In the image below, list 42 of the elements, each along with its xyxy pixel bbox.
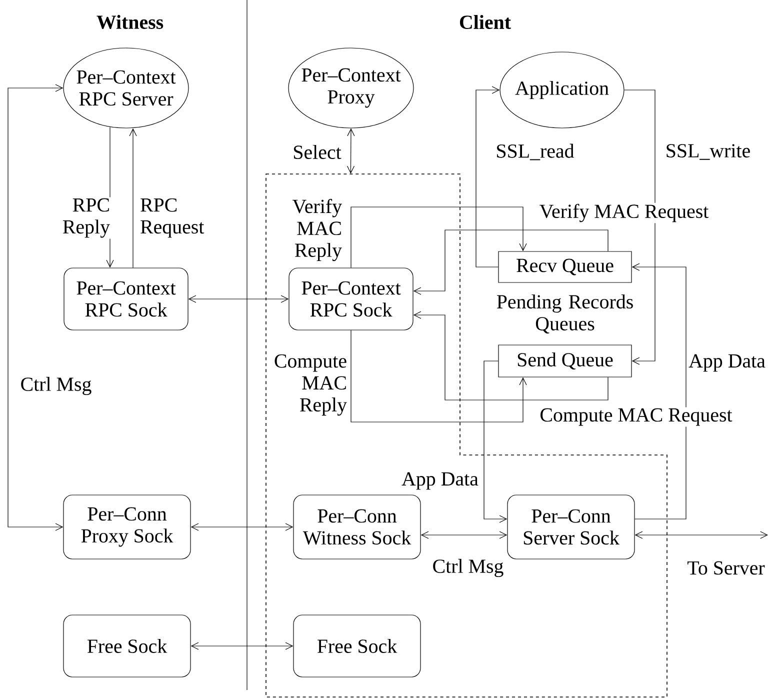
arrow (8, 84, 64, 531)
edge-label: SSL_write (666, 144, 750, 160)
arrow (632, 263, 686, 520)
arrow (420, 531, 508, 539)
group-label: Pending Records Queues (496, 294, 633, 334)
arrow (624, 90, 656, 365)
arrow (413, 311, 608, 400)
edge-label: Compute MAC Request (540, 408, 732, 426)
edge-label: RPC Reply (63, 198, 110, 238)
arrow (350, 330, 527, 422)
edge-label: RPC Request (140, 198, 204, 238)
edge-label: Compute MAC Reply (274, 354, 347, 416)
arrow (346, 128, 355, 174)
edge-label: App Data (402, 472, 478, 490)
edge-label: Ctrl Msg (21, 376, 92, 396)
arrow (190, 523, 294, 531)
socket-box: Per–Conn Witness Sock (293, 494, 421, 560)
arrow (350, 206, 527, 268)
edge-label: Verify MAC Reply (292, 198, 342, 262)
socket-box: Per–Conn Proxy Sock (63, 494, 191, 560)
arrow (129, 128, 137, 268)
arrow (413, 230, 608, 295)
arrow (476, 86, 500, 268)
socket-box: Per–Conn Server Sock (507, 494, 635, 560)
edge-label: Select (294, 144, 342, 159)
column-heading: Witness (96, 14, 164, 30)
edge-label: App Data (688, 354, 766, 372)
queue-box: Send Queue (498, 344, 632, 378)
socket-box: Per–Context RPC Sock (64, 268, 188, 330)
edge-label: To Server (688, 561, 765, 575)
arrow (190, 642, 294, 650)
socket-box: Free Sock (63, 614, 191, 678)
edge-label: SSL_read (497, 144, 574, 160)
socket-box: Free Sock (293, 614, 421, 678)
column-heading: Client (460, 14, 511, 29)
socket-box: Per–Context RPC Sock (288, 268, 414, 330)
arrow (188, 295, 289, 303)
arrow (484, 360, 508, 523)
edge-label: Ctrl Msg (433, 558, 504, 578)
arrow (634, 531, 768, 539)
queue-box: Recv Queue (498, 251, 632, 283)
edge-label: Verify MAC Request (540, 204, 709, 222)
